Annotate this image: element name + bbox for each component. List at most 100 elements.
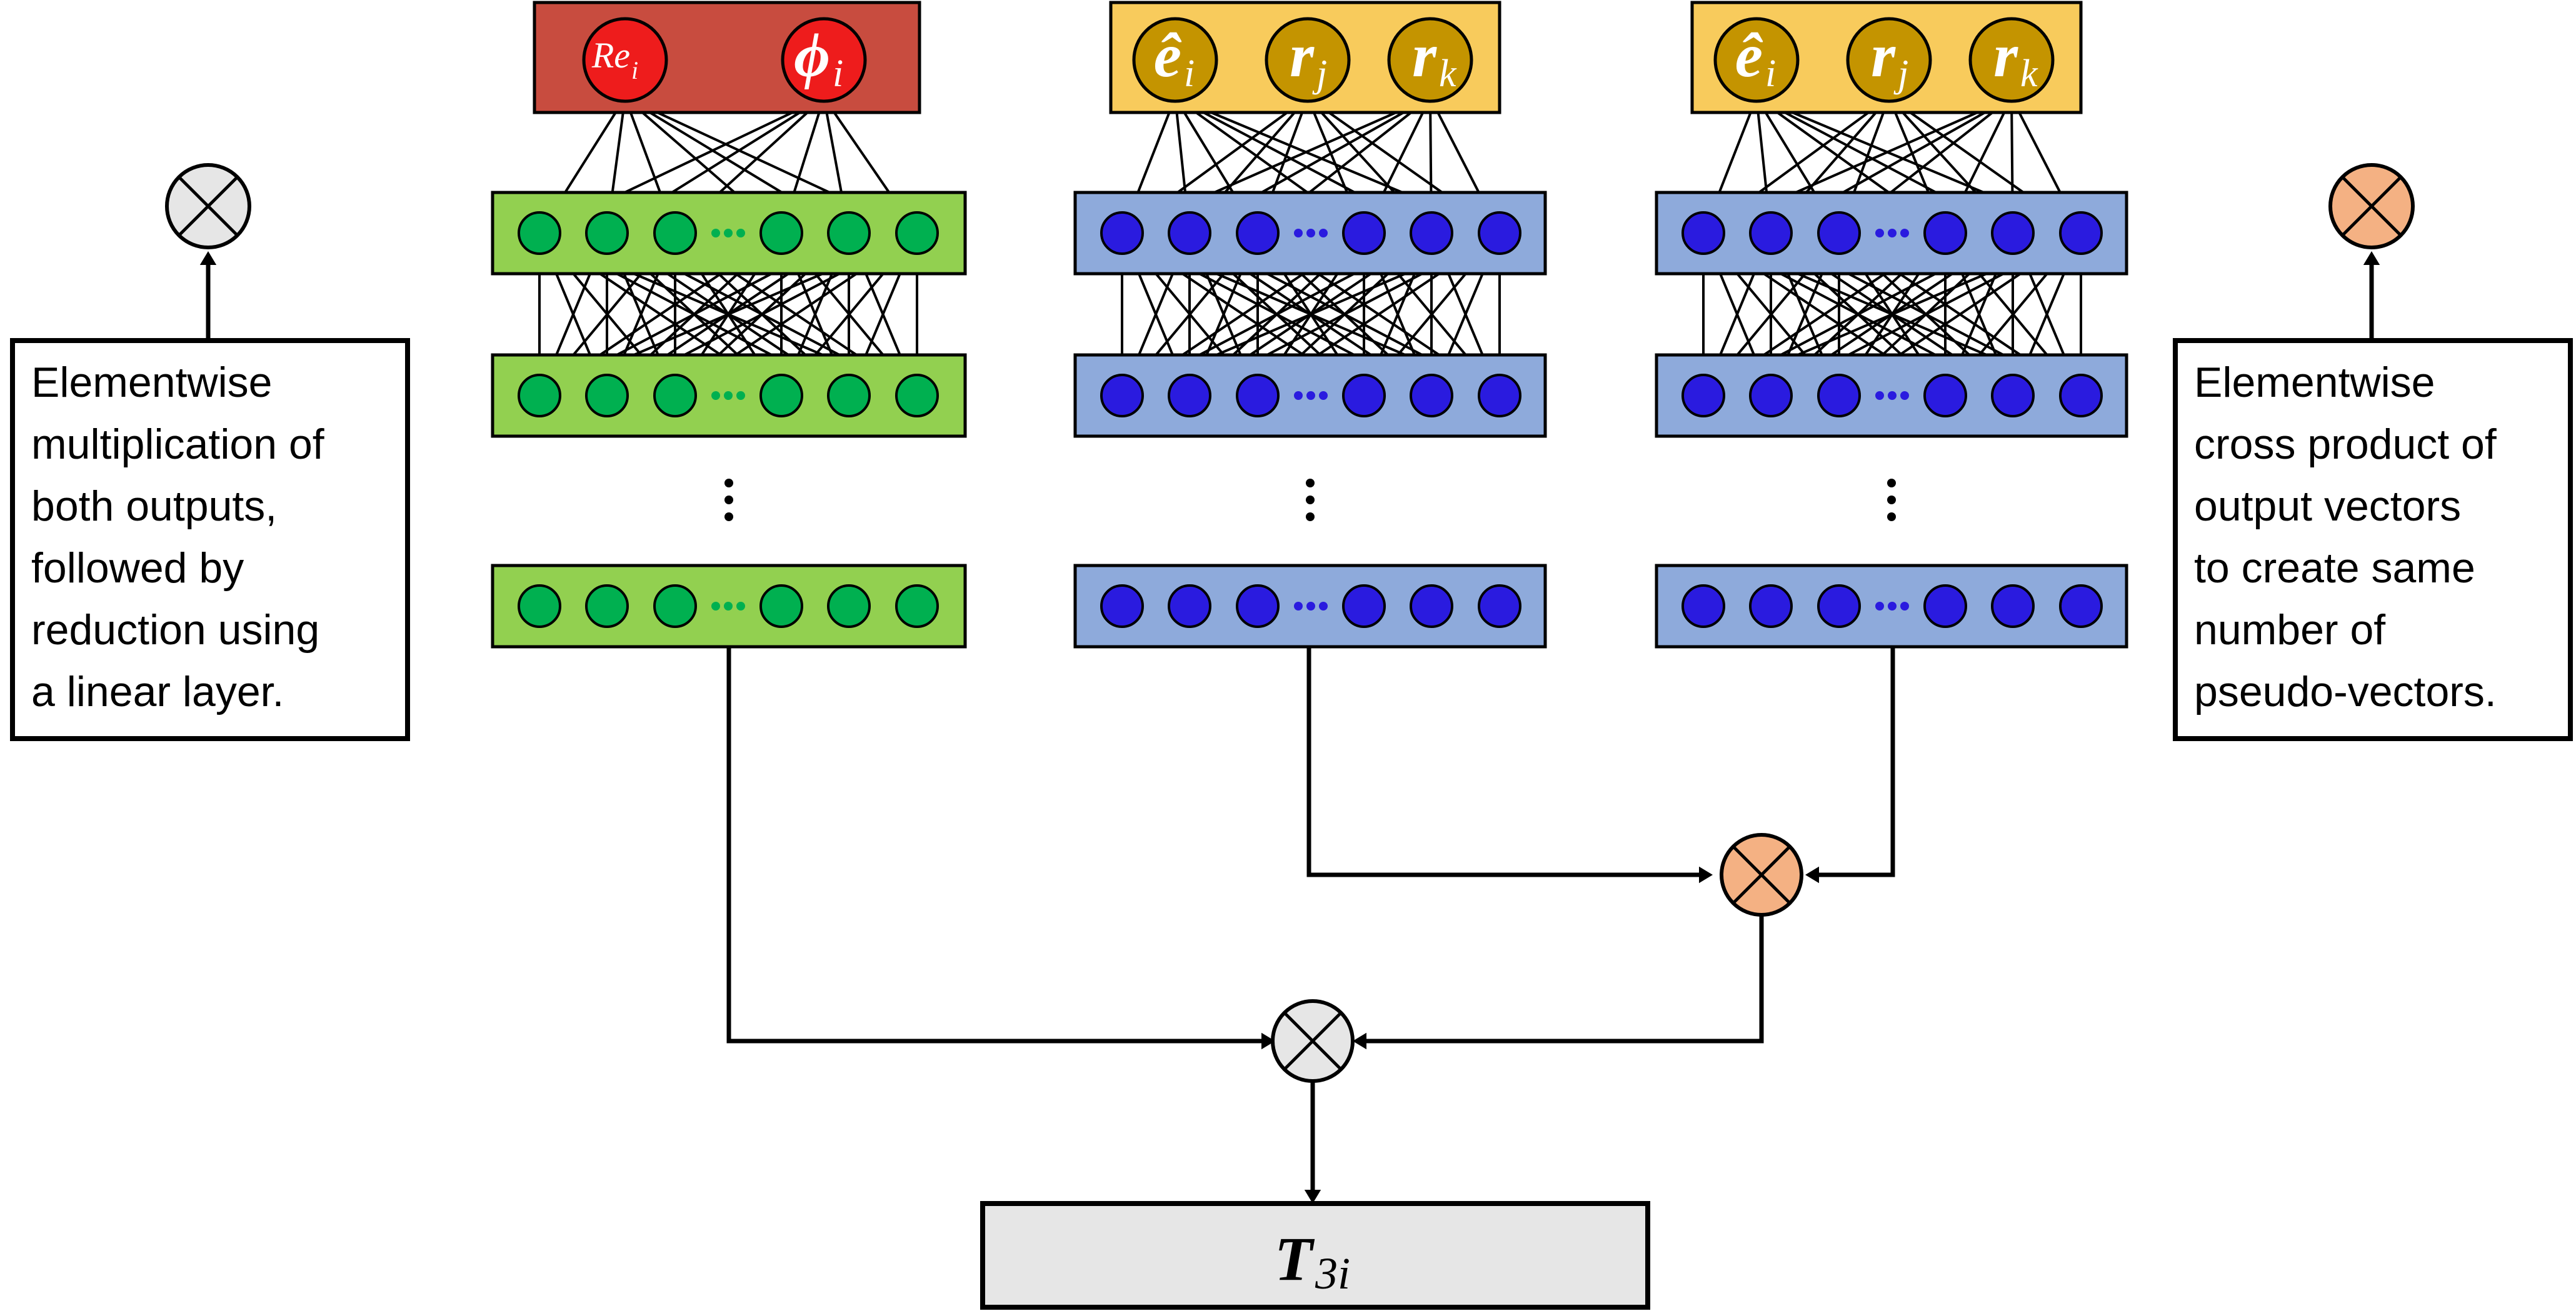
- arrow-head: [1304, 1190, 1321, 1204]
- left-note-line-2: multiplication of: [31, 421, 324, 468]
- arrow-head: [2363, 251, 2380, 265]
- layer-node: [1749, 211, 1793, 255]
- layer-node: [518, 211, 561, 255]
- multiply-operator-icon: [1271, 999, 1355, 1083]
- layer-node: [1168, 374, 1211, 417]
- layer-node: [2059, 211, 2103, 255]
- layer-node: [1236, 584, 1280, 628]
- vertical-ellipsis-dot: [1306, 496, 1315, 504]
- input-node-label: r: [1412, 21, 1437, 90]
- input-node: [1713, 17, 1800, 103]
- vertical-ellipsis-dot: [1887, 512, 1896, 521]
- layer-node: [1478, 211, 1521, 255]
- ellipsis-dot: [1888, 391, 1897, 400]
- layer-node: [1991, 584, 2035, 628]
- layer-node: [653, 374, 697, 417]
- layer-node: [1478, 374, 1521, 417]
- input-node-label: ϕ: [794, 21, 830, 90]
- ellipsis-dot: [724, 391, 733, 400]
- operator-cross: [1732, 845, 1792, 905]
- input-node-label: r: [1993, 21, 2018, 90]
- input-node-label: ê: [1154, 21, 1182, 90]
- right-note: Elementwise cross product of output vect…: [2173, 338, 2573, 741]
- right-note-box: [2173, 338, 2573, 741]
- input-node: [1846, 17, 1932, 103]
- layer-node: [895, 211, 939, 255]
- layer-node: [2059, 374, 2103, 417]
- ellipsis-dot: [1319, 602, 1328, 611]
- legend-multiply-operator-icon: [165, 163, 251, 249]
- layer-node: [518, 584, 561, 628]
- layer-node: [653, 211, 697, 255]
- ellipsis-dot: [1319, 391, 1328, 400]
- input-node-label: r: [1871, 21, 1896, 90]
- ellipsis-dot: [1888, 229, 1897, 237]
- ellipsis-dot: [1888, 602, 1897, 611]
- layer-node: [759, 584, 803, 628]
- ellipsis-dot: [1294, 391, 1303, 400]
- operator-cross: [1283, 1011, 1343, 1071]
- left-note-line-5: reduction using: [31, 606, 319, 654]
- ellipsis-dot: [711, 602, 720, 611]
- right-note-line-2: cross product of: [2194, 421, 2497, 468]
- layer-node: [1168, 211, 1211, 255]
- layer-node: [585, 374, 629, 417]
- flow-line-blue1-to-cross: [1306, 647, 1699, 877]
- ellipsis-dot: [1306, 229, 1315, 237]
- output-block: T 3i: [980, 1201, 1650, 1310]
- ellipsis-dot: [1306, 602, 1315, 611]
- layer-node: [1681, 211, 1725, 255]
- layer-node: [1923, 374, 1967, 417]
- layer-node: [1681, 374, 1725, 417]
- input-node-subscript: i: [833, 52, 843, 95]
- ellipsis-dot: [1875, 602, 1884, 611]
- right-note-line-3: output vectors: [2194, 482, 2461, 530]
- layer-node: [518, 374, 561, 417]
- input-node-label: Re: [591, 35, 630, 76]
- vertical-ellipsis-dot: [724, 479, 733, 487]
- left-note-line-6: a linear layer.: [31, 668, 284, 715]
- layer-node: [1100, 584, 1144, 628]
- flow-line-cross-to-multiply: [1366, 916, 1764, 1044]
- cross-product-operator-icon: [1720, 833, 1803, 917]
- layer-node: [1991, 211, 2035, 255]
- layer-node: [1991, 374, 2035, 417]
- ellipsis-dot: [1306, 391, 1315, 400]
- arrow-head: [1699, 866, 1713, 884]
- layer-node: [895, 374, 939, 417]
- ellipsis-dot: [724, 229, 733, 237]
- layer-node: [759, 211, 803, 255]
- layer-node: [1817, 374, 1861, 417]
- input-node: [1132, 17, 1218, 103]
- layer-node: [585, 584, 629, 628]
- layer-node: [827, 211, 871, 255]
- right-note-line-4: to create same: [2194, 544, 2475, 592]
- input-node-label: r: [1290, 21, 1315, 90]
- ellipsis-dot: [1875, 229, 1884, 237]
- ellipsis-dot: [736, 602, 745, 611]
- input-node: [582, 17, 668, 103]
- left-note-line-4: followed by: [31, 544, 244, 592]
- layer-node: [1342, 374, 1386, 417]
- input-node-subscript: i: [1765, 52, 1776, 95]
- layer-node: [1342, 584, 1386, 628]
- vertical-ellipsis-dot: [1306, 479, 1315, 487]
- layer-node: [1817, 211, 1861, 255]
- input-node-subscript: i: [631, 56, 638, 84]
- input-node: [1387, 17, 1473, 103]
- ellipsis-dot: [1875, 391, 1884, 400]
- arrow-head: [1261, 1032, 1275, 1050]
- legend-cross-product-operator-icon: [2328, 163, 2415, 249]
- layer-node: [1236, 211, 1280, 255]
- vertical-ellipsis-dot: [724, 496, 733, 504]
- output-subscript: 3i: [1315, 1249, 1350, 1299]
- layer-node: [653, 584, 697, 628]
- input-node: [1968, 17, 2055, 103]
- layer-node: [1681, 584, 1725, 628]
- ellipsis-dot: [736, 391, 745, 400]
- layer-node: [1749, 584, 1793, 628]
- layer-node: [1410, 374, 1453, 417]
- vertical-ellipsis-dot: [724, 512, 733, 521]
- layer-node: [1342, 211, 1386, 255]
